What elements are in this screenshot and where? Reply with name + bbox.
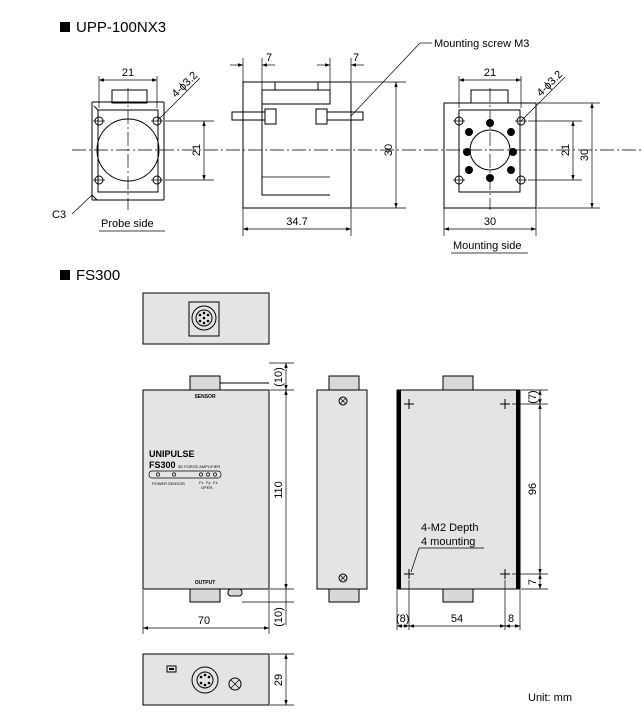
upp-chamfer-label: C3 <box>52 209 66 221</box>
section-title-upp: UPP-100NX3 <box>76 19 166 36</box>
fs-sensor-port-label: SENSOR <box>194 394 216 400</box>
mounting-screw-label: Mounting screw M3 <box>434 38 529 50</box>
fs-brand: UNIPULSE <box>149 449 195 459</box>
upp-back-dims: 21 4-ϕ3.2 21 30 30 Mounting side <box>443 67 600 254</box>
upp-front-height-21: 21 <box>191 144 203 156</box>
upp-side-view <box>231 81 364 209</box>
fs-dim-right-8: 8 <box>508 613 514 625</box>
fs-bottom-dims: 29 <box>270 653 294 706</box>
section-bullet-fs <box>60 270 70 280</box>
fs-output-port-label: OUTPUT <box>195 580 216 586</box>
fs-led-fx: Fx <box>199 480 203 485</box>
upp-front-width-21: 21 <box>122 67 134 79</box>
upp-side-offset-left: 7 <box>266 52 272 64</box>
fs-bottom-view <box>142 653 270 706</box>
fs-front-dims: (10) 110 (10) 70 <box>142 362 294 634</box>
mounting-side-label: Mounting side <box>453 240 522 252</box>
fs-subtitle: 3D FORCE AMPLIFIER <box>178 464 220 469</box>
fs-back-dims: (7) 96 7 (8) 54 8 <box>396 389 548 630</box>
upp-back-height-21: 21 <box>560 144 572 156</box>
fs-model: FS300 <box>149 460 176 470</box>
upp-back-width-21: 21 <box>484 67 496 79</box>
fs-dim-pitch-96: 96 <box>527 483 539 495</box>
unit-label: Unit: mm <box>528 692 572 704</box>
fs-led-oper: OPER. <box>201 485 213 490</box>
fs-front-view: SENSOR UNIPULSE FS300 3D FORCE AMPLIFIER… <box>142 375 270 603</box>
fs-depth-label-1: 4-M2 Depth <box>421 522 478 534</box>
fs-dim-left-8: (8) <box>396 613 409 625</box>
upp-back-hole-label: 4-ϕ3.2 <box>535 69 566 100</box>
probe-side-label: Probe side <box>101 218 154 230</box>
fs-depth-label-2: 4 mounting <box>421 536 475 548</box>
upp-side-offset-right: 7 <box>353 52 359 64</box>
fs-dim-height-110: 110 <box>273 481 285 499</box>
fs-dim-bottom-7: 7 <box>527 579 539 585</box>
fs-dim-top-10: (10) <box>273 367 285 387</box>
upp-side-dims: 7 7 30 34.7 Mounting screw M3 <box>230 38 529 236</box>
upp-front-view <box>72 88 644 210</box>
fs-dim-top-7: (7) <box>527 390 539 403</box>
upp-front-hole-label: 4-ϕ3.2 <box>170 70 201 101</box>
upp-side-height-30: 30 <box>383 144 395 156</box>
upp-side-length: 34.7 <box>286 216 307 228</box>
section-title-fs: FS300 <box>76 267 120 284</box>
fs-led-sensor: SENSOR <box>168 481 185 486</box>
fs-dim-width-70: 70 <box>198 615 210 627</box>
fs-side-view <box>316 375 368 603</box>
upp-back-view <box>443 88 537 210</box>
fs-dim-depth-29: 29 <box>273 674 285 686</box>
fs-top-view <box>142 292 270 345</box>
fs-led-power: POWER <box>152 481 167 486</box>
fs-led-fy: Fy <box>206 480 210 485</box>
upp-back-width-30: 30 <box>484 216 496 228</box>
section-bullet-upp <box>60 22 70 32</box>
fs-led-fz: Fz <box>213 480 217 485</box>
fs-back-view: 4-M2 Depth 4 mounting <box>396 375 521 603</box>
fs-dim-bottom-10: (10) <box>273 607 285 627</box>
upp-back-height-30: 30 <box>579 149 591 161</box>
upp-front-dims: 21 21 4-ϕ3.2 C3 Probe side <box>52 67 214 232</box>
fs-dim-pitch-54: 54 <box>451 613 463 625</box>
